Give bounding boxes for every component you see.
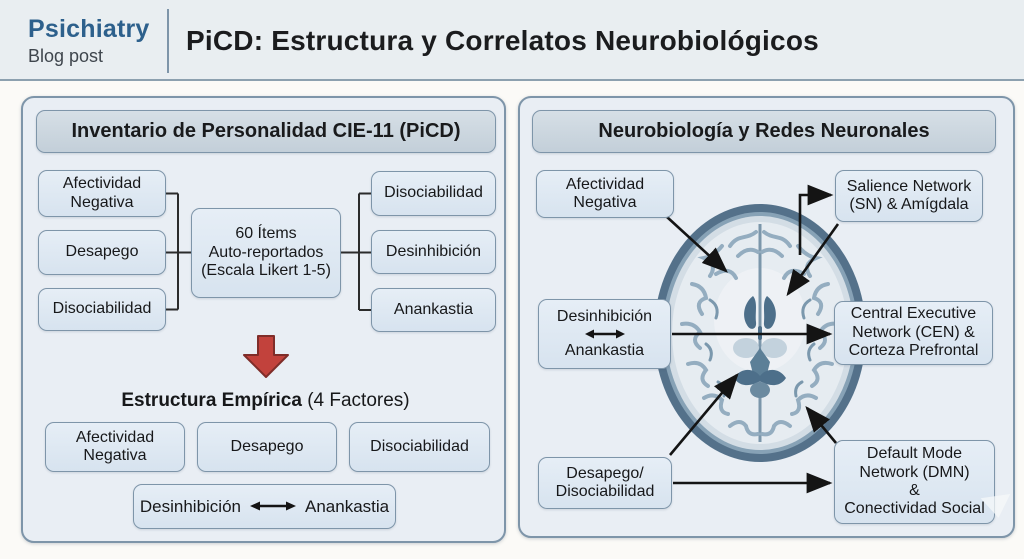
double-arrow-icon: [584, 329, 625, 339]
panel-neurobiologia: Neurobiología y Redes Neuronales: [518, 96, 1015, 538]
result-heading-normal: (4 Factores): [301, 390, 410, 411]
bipolar-left-label: Desinhibición: [139, 496, 241, 516]
network-box-salience: Salience Network (SN) & Amígdala: [835, 170, 983, 222]
neuro-trait-desapego: Desapego/ Disociabilidad: [538, 457, 672, 509]
panel-inventario: Inventario de Personalidad CIE-11 (PiCD)…: [21, 96, 506, 543]
factor-box-afectividad: Afectividad Negativa: [45, 422, 185, 472]
bipolar-right-label: Anankastia: [305, 496, 390, 516]
trait-box-disociabilidad: Disociabilidad: [38, 288, 166, 331]
desinhibicion-label: Desinhibición: [556, 307, 653, 325]
items-box: 60 Ítems Auto-reportados (Escala Likert …: [191, 208, 341, 298]
neuro-trait-desinhibicion-anankastia: Desinhibición Anankastia: [538, 299, 671, 369]
brand-subtitle: Blog post: [28, 46, 104, 66]
result-heading: Estructura Empírica (4 Factores): [23, 390, 508, 412]
double-arrow-icon: [250, 501, 296, 511]
factor-box-bipolar: Desinhibición Anankastia: [133, 484, 396, 529]
header-divider: [167, 9, 169, 73]
right-panel-title: Neurobiología y Redes Neuronales: [532, 110, 996, 153]
down-arrow-icon: [243, 335, 289, 378]
watermark-arrow: [980, 494, 1014, 520]
trait-box-anankastia: Anankastia: [371, 288, 496, 332]
factor-box-disociabilidad: Disociabilidad: [349, 422, 490, 472]
page-title: PiCD: Estructura y Correlatos Neurobioló…: [186, 24, 819, 56]
network-box-dmn: Default Mode Network (DMN) & Conectivida…: [834, 440, 995, 524]
factor-box-desapego: Desapego: [197, 422, 337, 472]
anankastia-label: Anankastia: [564, 342, 645, 359]
network-box-cen: Central Executive Network (CEN) & Cortez…: [834, 301, 993, 365]
result-heading-bold: Estructura Empírica: [121, 390, 302, 411]
brand-title: Psichiatry: [28, 15, 150, 43]
trait-box-desapego: Desapego: [38, 230, 166, 275]
brand-logo: Psichiatry Blog post: [28, 15, 150, 67]
trait-box-desinhibicion: Desinhibición: [371, 230, 496, 274]
header-bar: Psichiatry Blog post PiCD: Estructura y …: [0, 0, 1024, 81]
trait-box-disociabilidad-right: Disociabilidad: [371, 171, 496, 216]
neuro-trait-afectividad: Afectividad Negativa: [536, 170, 674, 218]
left-panel-title: Inventario de Personalidad CIE-11 (PiCD): [36, 110, 496, 153]
trait-box-afectividad: Afectividad Negativa: [38, 170, 166, 217]
